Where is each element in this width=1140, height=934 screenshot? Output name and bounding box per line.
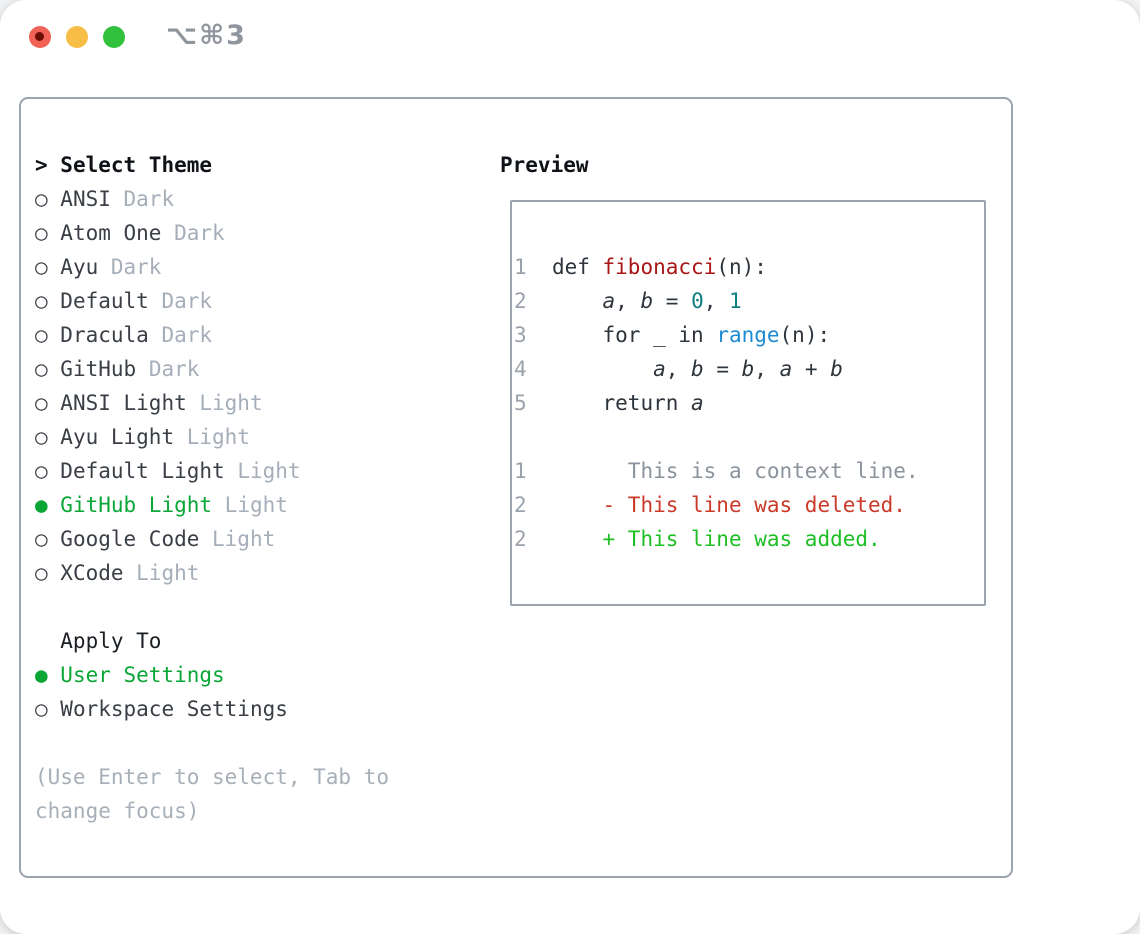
theme-name: Dracula xyxy=(60,323,162,347)
heading-label: Select Theme xyxy=(60,153,213,177)
radio-icon: ○ xyxy=(35,527,61,551)
apply-option-workspace-settings[interactable]: ○ Workspace Settings xyxy=(35,692,389,726)
code-line: 3 for _ in range(n): xyxy=(514,323,831,347)
line-number: 4 xyxy=(514,357,552,381)
theme-option-atom-one-dark[interactable]: ○ Atom One Dark xyxy=(35,216,389,250)
code-line: 5 return a xyxy=(514,391,704,415)
theme-variant-tag: Light xyxy=(212,527,276,551)
minimize-button[interactable] xyxy=(66,26,88,48)
theme-option-default-light-light[interactable]: ○ Default Light Light xyxy=(35,454,389,488)
code-line xyxy=(514,420,919,454)
code-line: 1 This is a context line. xyxy=(514,459,919,483)
radio-icon: ○ xyxy=(35,561,61,585)
preview-heading: Preview xyxy=(500,153,589,177)
theme-option-xcode-light[interactable]: ○ XCode Light xyxy=(35,556,389,590)
theme-variant-tag: Dark xyxy=(174,221,225,245)
theme-name: Ayu xyxy=(60,255,111,279)
line-number: 3 xyxy=(514,323,552,347)
line-number: 2 xyxy=(514,289,552,313)
theme-option-ansi-dark[interactable]: ○ ANSI Dark xyxy=(35,182,389,216)
window-title: ⌥⌘3 xyxy=(166,20,247,51)
radio-icon: ○ xyxy=(35,289,61,313)
theme-variant-tag: Dark xyxy=(161,323,213,347)
theme-option-default-dark[interactable]: ○ Default Dark xyxy=(35,284,389,318)
close-button[interactable] xyxy=(29,26,51,48)
theme-variant-tag: Light xyxy=(186,425,250,449)
theme-option-github-light-light[interactable]: ● GitHub Light Light xyxy=(35,488,389,522)
focus-caret-icon: > xyxy=(35,153,61,177)
code-line: 2 - This line was deleted. xyxy=(514,493,906,517)
theme-name: GitHub Light xyxy=(60,493,225,517)
theme-variant-tag: Dark xyxy=(123,187,175,211)
apply-option-label: User Settings xyxy=(60,663,225,687)
preview-code: 1 def fibonacci(n): 2 a, b = 0, 1 3 for _ … xyxy=(514,250,919,556)
preview-box xyxy=(510,200,986,606)
theme-name: Atom One xyxy=(60,221,175,245)
spacer-row xyxy=(35,590,389,624)
theme-option-dracula-dark[interactable]: ○ Dracula Dark xyxy=(35,318,389,352)
radio-icon: ○ xyxy=(35,391,61,415)
theme-name: Default xyxy=(60,289,162,313)
apply-to-label: Apply To xyxy=(35,629,162,653)
line-number: 5 xyxy=(514,391,552,415)
theme-variant-tag: Light xyxy=(136,561,200,585)
radio-icon: ○ xyxy=(35,697,61,721)
modified-dot-icon xyxy=(35,32,44,41)
apply-option-user-settings[interactable]: ● User Settings xyxy=(35,658,389,692)
line-number: 1 xyxy=(514,255,552,279)
theme-option-github-dark[interactable]: ○ GitHub Dark xyxy=(35,352,389,386)
radio-icon: ○ xyxy=(35,221,61,245)
line-number xyxy=(514,425,552,449)
theme-variant-tag: Dark xyxy=(148,357,200,381)
radio-selected-icon: ● xyxy=(35,663,61,687)
radio-icon: ○ xyxy=(35,187,61,211)
theme-option-ayu-dark[interactable]: ○ Ayu Dark xyxy=(35,250,389,284)
keyboard-hint: (Use Enter to select, Tab to xyxy=(35,760,389,794)
apply-to-heading: Apply To xyxy=(35,624,389,658)
hint-text: change focus) xyxy=(35,799,200,823)
theme-name: GitHub xyxy=(60,357,149,381)
theme-variant-tag: Light xyxy=(199,391,263,415)
theme-name: XCode xyxy=(60,561,137,585)
radio-icon: ○ xyxy=(35,357,61,381)
theme-option-google-code-light[interactable]: ○ Google Code Light xyxy=(35,522,389,556)
spacer-row xyxy=(35,726,389,760)
line-number: 2 xyxy=(514,527,552,551)
theme-variant-tag: Dark xyxy=(161,289,213,313)
radio-icon: ○ xyxy=(35,425,61,449)
theme-name: ANSI Light xyxy=(60,391,200,415)
radio-icon: ○ xyxy=(35,323,61,347)
maximize-button[interactable] xyxy=(103,26,125,48)
line-number: 2 xyxy=(514,493,552,517)
radio-icon: ○ xyxy=(35,459,61,483)
theme-list: > Select Theme○ ANSI Dark○ Atom One Dark… xyxy=(35,148,389,828)
radio-selected-icon: ● xyxy=(35,493,61,517)
theme-name: Default Light xyxy=(60,459,238,483)
line-number: 1 xyxy=(514,459,552,483)
hint-text: (Use Enter to select, Tab to xyxy=(35,765,390,789)
theme-variant-tag: Light xyxy=(237,459,301,483)
theme-option-ayu-light-light[interactable]: ○ Ayu Light Light xyxy=(35,420,389,454)
code-line: 4 a, b = b, a + b xyxy=(514,357,843,381)
apply-option-label: Workspace Settings xyxy=(60,697,288,721)
theme-name: Google Code xyxy=(60,527,213,551)
theme-name: ANSI xyxy=(60,187,124,211)
theme-name: Ayu Light xyxy=(60,425,187,449)
theme-variant-tag: Light xyxy=(224,493,288,517)
code-line: 2 a, b = 0, 1 xyxy=(514,289,742,313)
keyboard-hint: change focus) xyxy=(35,794,389,828)
radio-icon: ○ xyxy=(35,255,61,279)
theme-option-ansi-light-light[interactable]: ○ ANSI Light Light xyxy=(35,386,389,420)
theme-variant-tag: Dark xyxy=(110,255,162,279)
code-line: 1 def fibonacci(n): xyxy=(514,255,767,279)
code-line: 2 + This line was added. xyxy=(514,527,881,551)
select-theme-heading: > Select Theme xyxy=(35,148,389,182)
